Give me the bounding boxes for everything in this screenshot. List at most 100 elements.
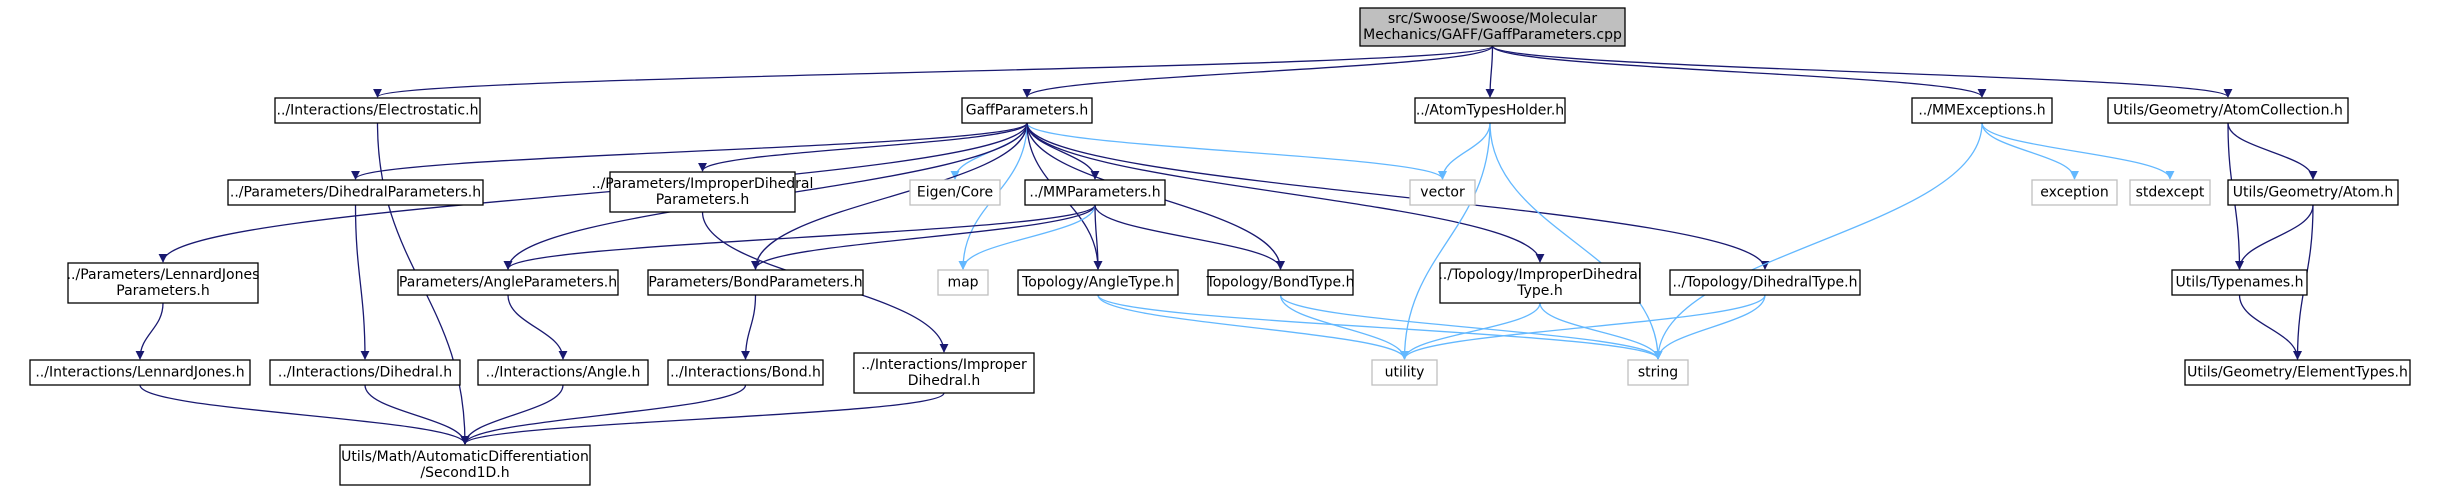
node-eigencore: Eigen/Core: [909, 179, 1001, 206]
node-label: vector: [1420, 185, 1465, 201]
node-atom[interactable]: Utils/Geometry/Atom.h: [2227, 179, 2399, 206]
node-mmparams[interactable]: ../MMParameters.h: [1024, 179, 1166, 206]
node-second1d[interactable]: Utils/Math/AutomaticDifferentiation/Seco…: [339, 444, 591, 486]
node-box: [339, 444, 591, 486]
edge-bondtype-to-utility: [1279, 294, 1409, 360]
edge-gaffparams-to-mmparams: [1026, 122, 1100, 180]
edge-bondh-to-second1d: [460, 384, 747, 445]
edge-angleh-to-second1d: [460, 384, 564, 445]
node-box: [2107, 97, 2349, 124]
node-box: [269, 359, 461, 386]
node-box: [2227, 179, 2399, 206]
node-improperh[interactable]: ../Interactions/ImproperDihedral.h: [853, 352, 1035, 394]
edge-mmparams-to-map: [958, 204, 1096, 270]
node-root[interactable]: src/Swoose/Swoose/MolecularMechanics/GAF…: [1359, 7, 1626, 47]
node-box: [1669, 269, 1861, 296]
node-label: ../Topology/DihedralType.h: [1673, 275, 1858, 291]
node-label: Parameters.h: [116, 283, 209, 299]
edge-line: [1653, 294, 1766, 360]
edge-mmexceptions-to-stdexcept: [1981, 122, 2175, 180]
node-atomcollection[interactable]: Utils/Geometry/AtomCollection.h: [2107, 97, 2349, 124]
node-gaffparams[interactable]: GaffParameters.h: [961, 97, 1093, 124]
node-typenames[interactable]: Utils/Typenames.h: [2171, 269, 2308, 296]
node-mmexceptions[interactable]: ../MMExceptions.h: [1911, 97, 2053, 124]
edge-gaffparams-to-ljparams: [158, 122, 1028, 263]
node-label: ../Interactions/Electrostatic.h: [277, 103, 479, 119]
node-label: exception: [2040, 185, 2108, 201]
node-angleparams[interactable]: Parameters/AngleParameters.h: [397, 269, 619, 296]
edge-line: [460, 384, 747, 445]
edge-gaffparams-to-bondparams: [751, 122, 1028, 270]
node-ljh[interactable]: ../Interactions/LennardJones.h: [29, 359, 251, 386]
edge-line: [139, 384, 470, 445]
edge-atomcollection-to-atom: [2227, 122, 2318, 180]
node-dihedralparams[interactable]: ../Parameters/DihedralParameters.h: [227, 179, 484, 206]
edge-line: [373, 45, 1494, 98]
node-label: Utils/Geometry/Atom.h: [2233, 185, 2393, 201]
node-box: [1017, 269, 1179, 296]
node-stdexcept: stdexcept: [2129, 179, 2211, 206]
node-label: ../Interactions/Angle.h: [486, 365, 641, 381]
node-label: ../Interactions/Improper: [861, 357, 1027, 373]
node-improperparams[interactable]: ../Parameters/ImproperDihedralParameters…: [592, 171, 814, 213]
edge-line: [1981, 122, 2175, 180]
edge-root-to-atomtypes: [1485, 45, 1495, 98]
node-label: GaffParameters.h: [966, 103, 1089, 119]
dependency-nodes: src/Swoose/Swoose/MolecularMechanics/GAF…: [29, 7, 2411, 486]
node-dihedraltype[interactable]: ../Topology/DihedralType.h: [1669, 269, 1861, 296]
node-box: [1207, 269, 1354, 296]
node-box: [909, 179, 1001, 206]
node-bondh[interactable]: ../Interactions/Bond.h: [667, 359, 824, 386]
node-electrostatic[interactable]: ../Interactions/Electrostatic.h: [274, 97, 481, 124]
edge-root-to-gaffparams: [1022, 45, 1494, 98]
node-bondtype[interactable]: Topology/BondType.h: [1206, 269, 1355, 296]
edge-dihedralh-to-second1d: [364, 384, 470, 445]
node-atomtypes[interactable]: ../AtomTypesHolder.h: [1414, 97, 1566, 124]
node-dihedralh[interactable]: ../Interactions/Dihedral.h: [269, 359, 461, 386]
edge-line: [1491, 45, 1987, 98]
node-label: Parameters/AngleParameters.h: [399, 275, 617, 291]
node-label: Dihedral.h: [908, 373, 981, 389]
edge-line: [354, 204, 370, 360]
edge-line: [751, 204, 1096, 270]
edge-gaffparams-to-dihedraltype: [1026, 122, 1770, 270]
node-box: [2171, 269, 2308, 296]
node-box: [67, 262, 259, 304]
node-label: ../Topology/ImproperDihedral: [1438, 267, 1641, 283]
node-label: Mechanics/GAFF/GaffParameters.cpp: [1363, 27, 1622, 43]
node-string: string: [1627, 359, 1689, 386]
edge-line: [1093, 204, 1103, 270]
edge-line: [1097, 294, 1409, 360]
edge-line: [1438, 122, 1491, 180]
edge-line: [1491, 45, 2233, 98]
edge-mmparams-to-angletype: [1093, 204, 1103, 270]
node-box: [2184, 359, 2411, 386]
edge-line: [1485, 45, 1495, 98]
edge-line: [1653, 122, 1983, 360]
node-angleh[interactable]: ../Interactions/Angle.h: [477, 359, 649, 386]
node-box: [1371, 359, 1438, 386]
node-angletype[interactable]: Topology/AngleType.h: [1017, 269, 1179, 296]
edge-line: [1026, 122, 1447, 180]
node-elementtypes[interactable]: Utils/Geometry/ElementTypes.h: [2184, 359, 2411, 386]
node-box: [227, 179, 484, 206]
node-label: ../Interactions/Dihedral.h: [278, 365, 452, 381]
edge-line: [507, 294, 568, 360]
node-label: Utils/Math/AutomaticDifferentiation: [341, 449, 589, 465]
node-bondparams[interactable]: Parameters/BondParameters.h: [647, 269, 864, 296]
edge-line: [2235, 204, 2314, 270]
edge-bondtype-to-string: [1279, 294, 1663, 360]
edge-line: [751, 122, 1028, 270]
node-box: [937, 269, 989, 296]
edge-root-to-atomcollection: [1491, 45, 2233, 98]
edge-typenames-to-elementtypes: [2238, 294, 2302, 360]
node-box: [29, 359, 251, 386]
edge-atom-to-typenames: [2235, 204, 2314, 270]
node-label: ../Interactions/Bond.h: [670, 365, 821, 381]
node-label: src/Swoose/Swoose/Molecular: [1388, 11, 1598, 27]
edge-line: [1489, 122, 1663, 360]
edge-line: [1279, 294, 1663, 360]
edge-impropertype-to-string: [1539, 302, 1663, 360]
